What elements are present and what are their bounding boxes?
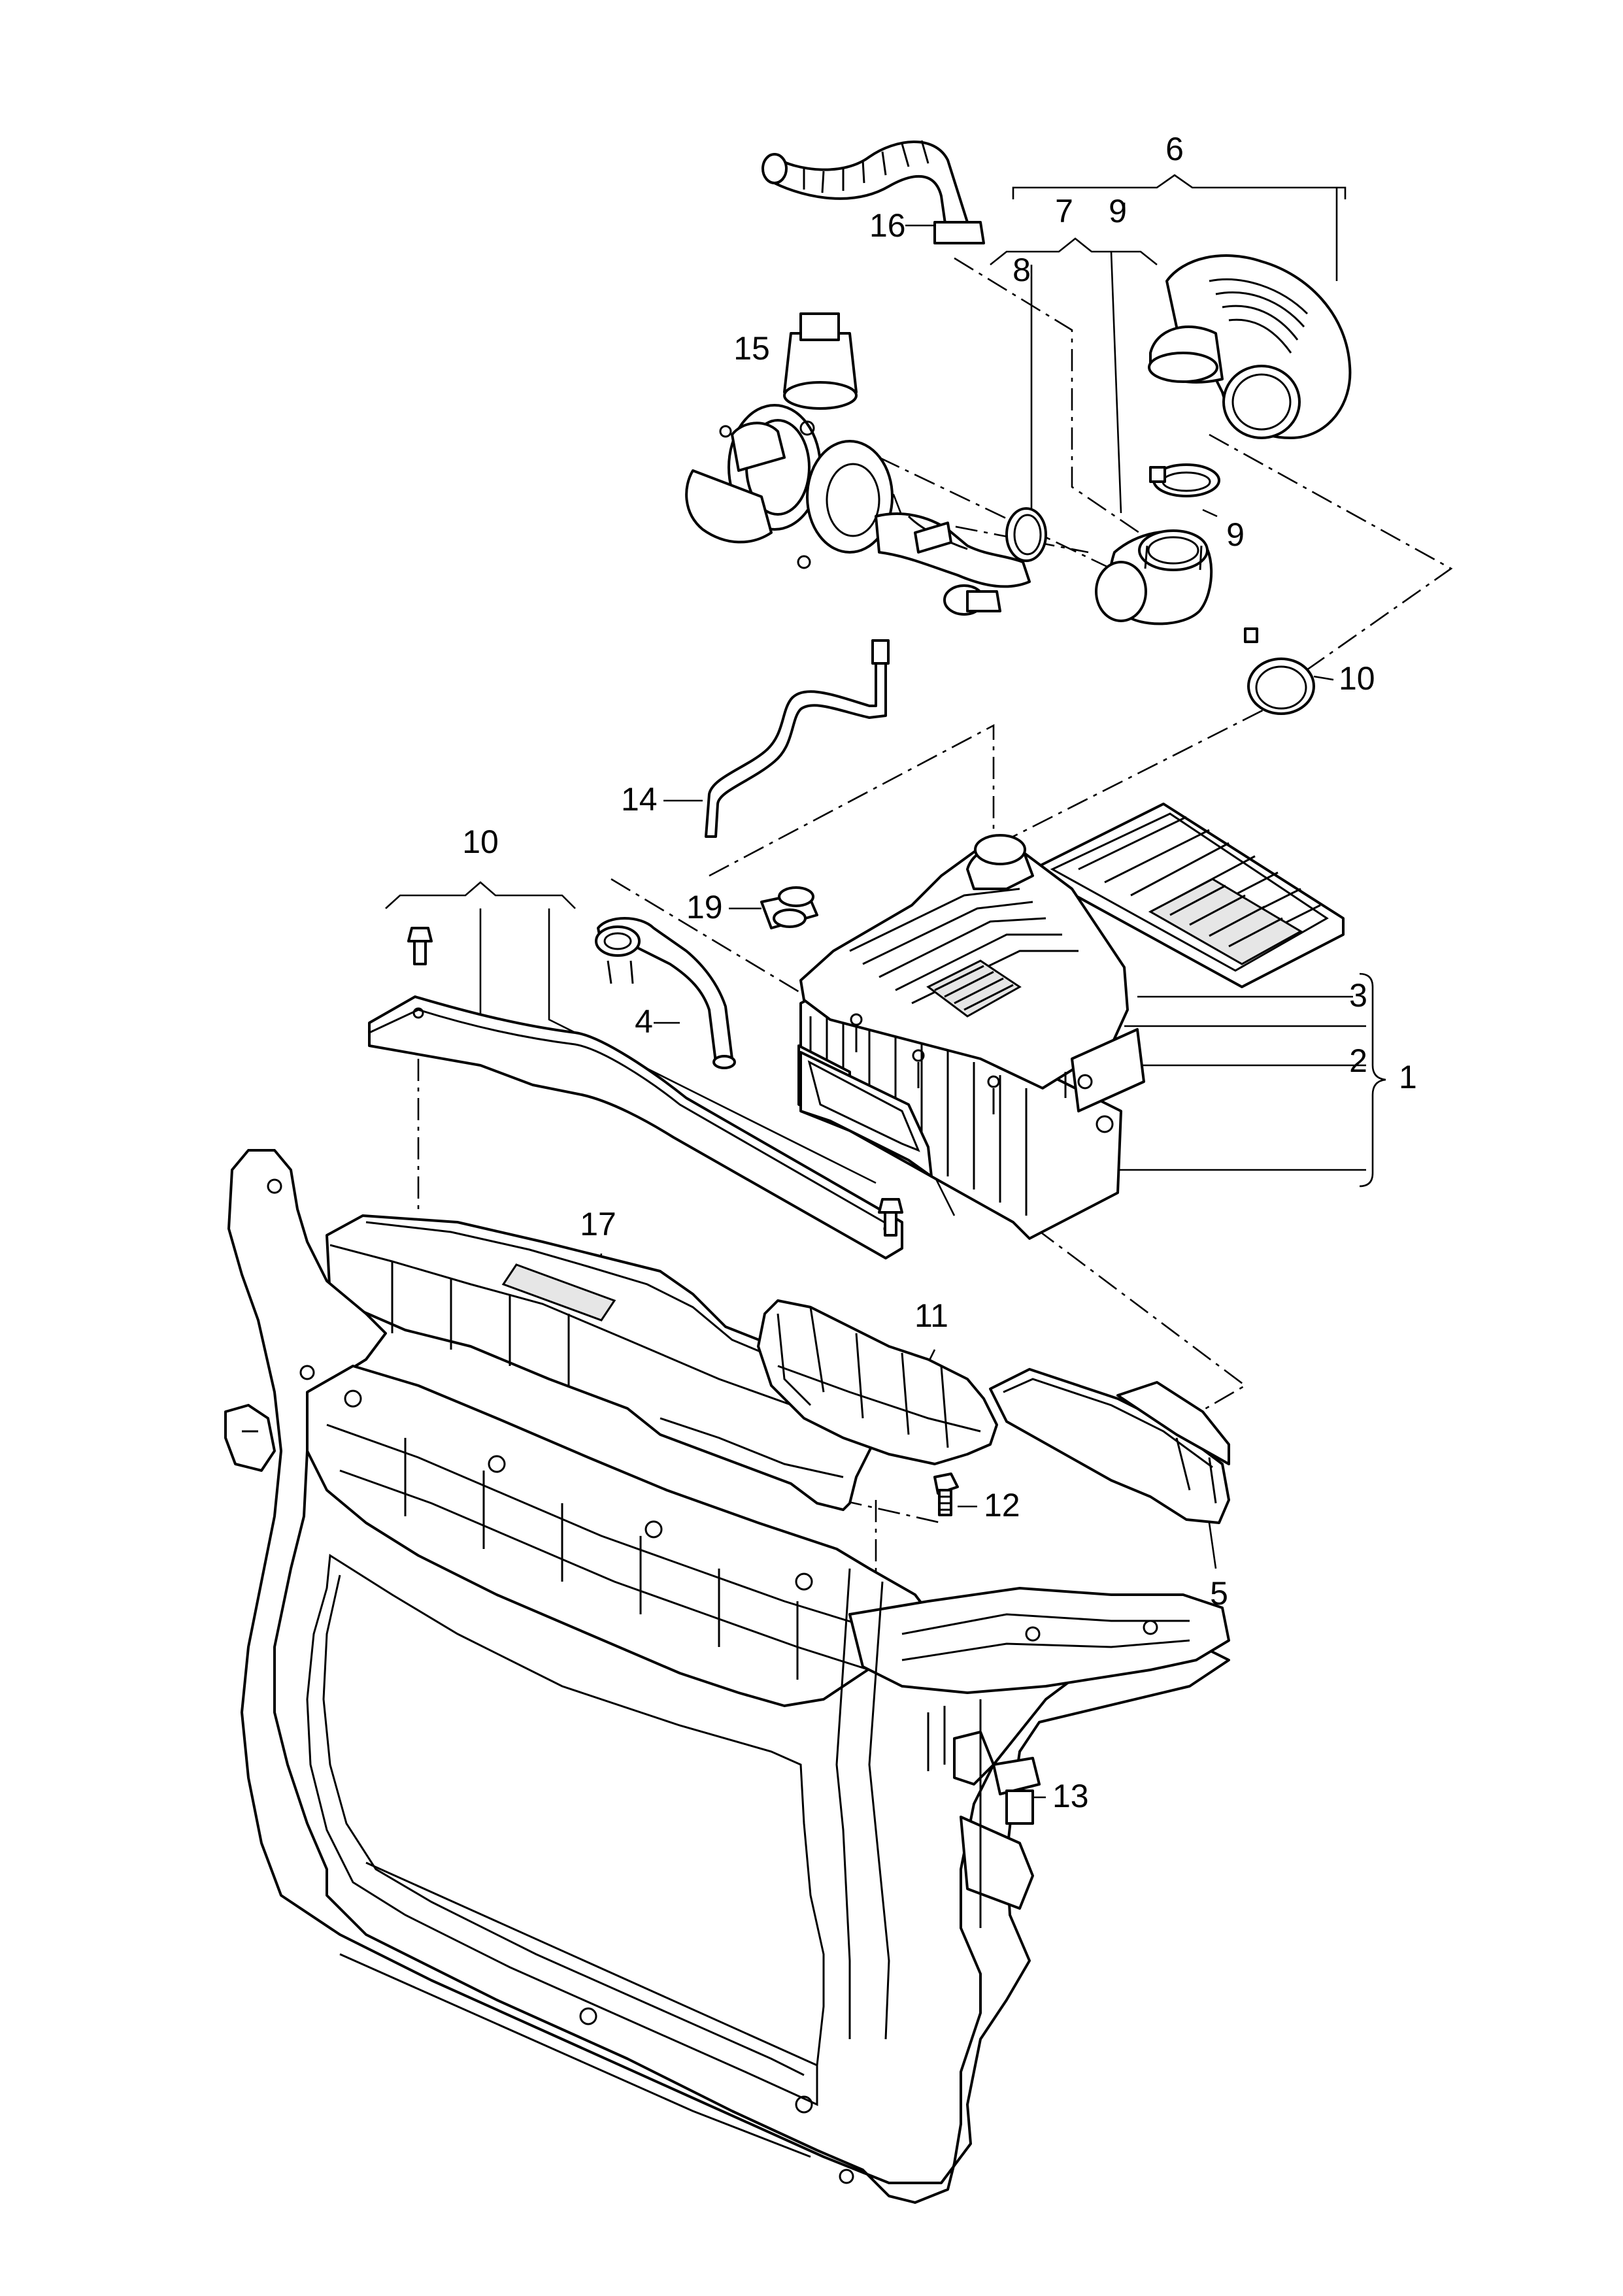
callout-14: 13 bbox=[1052, 1778, 1089, 1814]
callout-labels: 6 7 9 16 8 15 9 10 14 10 19 3 4 2 1 17 1… bbox=[462, 131, 1417, 1814]
callout-17: 16 bbox=[869, 207, 906, 244]
callout-11: 10 bbox=[462, 824, 499, 860]
part-6-intake-duct bbox=[1148, 254, 1352, 439]
callout-18: 17 bbox=[580, 1206, 616, 1242]
part-15-vacuum-line bbox=[705, 639, 890, 838]
callout-7: 7 bbox=[1055, 193, 1073, 229]
callout-16: 15 bbox=[733, 330, 770, 367]
part-11-screw-left bbox=[407, 927, 433, 965]
part-14-lock-carrier bbox=[224, 1149, 1230, 2204]
part-5-air-duct bbox=[989, 1368, 1230, 1524]
part-9-elbow-pipe bbox=[1095, 529, 1213, 625]
callout-9-bottom: 9 bbox=[1226, 516, 1245, 553]
callout-13: 12 bbox=[984, 1487, 1020, 1523]
callout-8: 8 bbox=[1012, 252, 1031, 288]
callout-1: 1 bbox=[1399, 1059, 1417, 1095]
part-19-sleeve bbox=[760, 886, 818, 929]
part-10-clamp bbox=[1244, 627, 1315, 715]
callout-3: 3 bbox=[1349, 977, 1367, 1014]
part-3-filter-element bbox=[1038, 803, 1345, 988]
callout-15: 14 bbox=[621, 781, 658, 818]
bracket-11 bbox=[385, 881, 576, 909]
part-17-breather-hose bbox=[761, 140, 985, 244]
callout-5: 5 bbox=[1210, 1575, 1228, 1612]
part-12-bracket bbox=[757, 1299, 998, 1465]
bracket-7 bbox=[990, 237, 1158, 266]
callout-2: 2 bbox=[1349, 1042, 1367, 1079]
part-4-hose bbox=[595, 917, 736, 1069]
part-8-o-ring bbox=[1005, 507, 1047, 562]
part-16-turbocharger bbox=[685, 312, 1031, 616]
callout-4: 4 bbox=[635, 1003, 653, 1040]
part-11-screw-right bbox=[878, 1198, 903, 1237]
bracket-6 bbox=[1012, 174, 1347, 281]
callout-19: 19 bbox=[686, 889, 723, 925]
part-1-air-filter-housing bbox=[797, 834, 1145, 1240]
leader-lines bbox=[479, 224, 1366, 1799]
callout-9-top: 9 bbox=[1109, 193, 1127, 229]
callout-10: 10 bbox=[1339, 660, 1375, 697]
callout-6: 6 bbox=[1165, 131, 1184, 167]
bracket-1 bbox=[1359, 973, 1386, 1188]
callout-12: 11 bbox=[914, 1297, 948, 1334]
part-13-bolt bbox=[933, 1472, 959, 1516]
part-9-hose-clamp bbox=[1149, 463, 1220, 497]
